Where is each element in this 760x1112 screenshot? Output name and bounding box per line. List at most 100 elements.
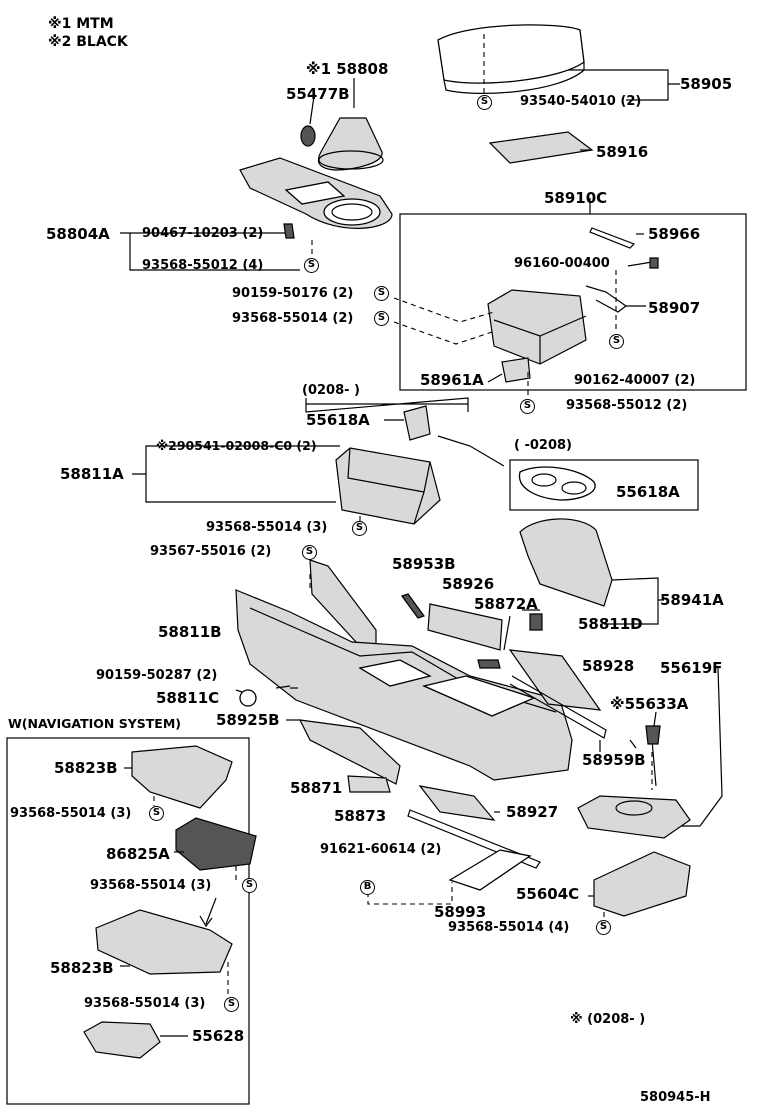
knob-58811C-part: [239, 689, 257, 707]
part-label-90467-10203[interactable]: 90467-10203 (2): [142, 226, 264, 241]
shift-boot-part: [317, 117, 383, 171]
part-label-93568-55014-f[interactable]: 93568-55014 (3): [84, 996, 206, 1011]
knob-clip-part: [300, 125, 316, 147]
part-label-55618A-b[interactable]: 55618A: [616, 483, 680, 501]
armrest-lid-part: [437, 24, 585, 94]
part-label-58926[interactable]: 58926: [442, 575, 495, 593]
rod-58966-part: [589, 227, 636, 249]
screw-mark-icon: S: [596, 920, 611, 935]
panel-58927-part: [418, 785, 496, 821]
part-label-58811A[interactable]: 58811A: [60, 465, 124, 483]
part-label-58941A[interactable]: 58941A: [660, 591, 724, 609]
part-label-93568-55014-b[interactable]: 93568-55014 (3): [206, 520, 328, 535]
lid-58941A-part: [519, 518, 613, 607]
part-label-86825A[interactable]: 86825A: [106, 845, 170, 863]
bolt-mark-icon: B: [360, 880, 375, 895]
screw-mark-icon: S: [374, 286, 389, 301]
part-label-58959B[interactable]: 58959B: [582, 751, 646, 769]
part-label-58953B[interactable]: 58953B: [392, 555, 456, 573]
part-label-290541[interactable]: ※290541-02008-C0 (2): [156, 438, 317, 453]
part-label-58811B[interactable]: 58811B: [158, 623, 222, 641]
pad-58872A-part: [477, 659, 501, 669]
part-label-58823B-a[interactable]: 58823B: [54, 759, 118, 777]
part-label-93568-55014-e[interactable]: 93568-55014 (4): [448, 920, 570, 935]
diagram-code: 580945-H: [640, 1090, 711, 1105]
panel-58925B-part: [298, 719, 401, 785]
cover-55628-part: [83, 1021, 161, 1059]
part-label-93568-55012-b[interactable]: 93568-55012 (2): [566, 398, 688, 413]
part-label-58905[interactable]: 58905: [680, 75, 733, 93]
part-label-58823B-b[interactable]: 58823B: [50, 959, 114, 977]
part-label-93568-55014-c[interactable]: 93568-55014 (3): [10, 806, 132, 821]
panel-58926-part: [427, 603, 503, 651]
part-label-91621-60614[interactable]: 91621-60614 (2): [320, 842, 442, 857]
console-box-part: [487, 289, 587, 365]
screw-58953B-part: [401, 593, 425, 619]
pad-58871-part: [347, 775, 391, 793]
clip-55633A-part: [645, 725, 661, 745]
tray-58823B-part: [131, 745, 233, 809]
plate-58928-part: [508, 649, 602, 711]
part-label-55618A-a[interactable]: 55618A: [306, 411, 370, 429]
part-label-93567-55016[interactable]: 93567-55016 (2): [150, 544, 272, 559]
base-55604C-part: [593, 851, 691, 917]
part-label-90162-40007[interactable]: 90162-40007 (2): [574, 373, 696, 388]
screw-mark-icon: S: [609, 334, 624, 349]
part-label-93568-55012-a[interactable]: 93568-55012 (4): [142, 258, 264, 273]
legend-note-black: ※2 BLACK: [48, 34, 128, 50]
part-label-58804A[interactable]: 58804A: [46, 225, 110, 243]
part-label-58808[interactable]: ※1 58808: [306, 60, 389, 78]
tray-55618A-part: [518, 466, 596, 501]
part-label-58927[interactable]: 58927: [506, 803, 559, 821]
unit-86825A-part: [175, 817, 257, 871]
part-label-58872A[interactable]: 58872A: [474, 595, 538, 613]
part-label-58966[interactable]: 58966: [648, 225, 701, 243]
rail-58873-part: [407, 809, 541, 869]
part-label-90159-50176[interactable]: 90159-50176 (2): [232, 286, 354, 301]
screw-mark-icon: S: [352, 521, 367, 536]
holder-58811A-part: [335, 447, 441, 525]
part-label-55604C[interactable]: 55604C: [516, 885, 580, 903]
base-58823B-part: [95, 909, 233, 975]
period-note: ※ (0208- ): [570, 1012, 646, 1027]
bracket-55618A-part: [403, 405, 431, 441]
part-label-90159-50287[interactable]: 90159-50287 (2): [96, 668, 218, 683]
part-label-58928[interactable]: 58928: [582, 657, 635, 675]
screw-mark-icon: S: [242, 878, 257, 893]
part-label-58871[interactable]: 58871: [290, 779, 343, 797]
nav-system-title: W(NAVIGATION SYSTEM): [8, 716, 181, 731]
part-label-58873[interactable]: 58873: [334, 807, 387, 825]
part-label-58910C[interactable]: 58910C: [544, 189, 608, 207]
period-to-0208: ( -0208): [514, 438, 572, 453]
part-label-93568-55014-d[interactable]: 93568-55014 (3): [90, 878, 212, 893]
part-label-55619F[interactable]: 55619F: [660, 659, 723, 677]
part-label-55633A[interactable]: ※55633A: [610, 695, 689, 713]
screw-mark-icon: S: [477, 95, 492, 110]
part-label-93540-54010[interactable]: 93540-54010 (2): [520, 94, 642, 109]
part-label-58811C[interactable]: 58811C: [156, 689, 220, 707]
screw-mark-icon: S: [374, 311, 389, 326]
tray-55619F-part: [577, 795, 691, 839]
screw-mark-icon: S: [302, 545, 317, 560]
part-label-55477B[interactable]: 55477B: [286, 85, 350, 103]
part-label-55628[interactable]: 55628: [192, 1027, 245, 1045]
part-label-58925B[interactable]: 58925B: [216, 711, 280, 729]
period-from-0208: (0208- ): [302, 383, 360, 398]
part-label-58811D[interactable]: 58811D: [578, 615, 643, 633]
part-label-96160-00400[interactable]: 96160-00400: [514, 256, 610, 271]
legend-note-mtm: ※1 MTM: [48, 16, 114, 32]
screw-mark-icon: S: [224, 997, 239, 1012]
hinge-58961A-part: [501, 357, 531, 383]
part-label-93568-55014-a[interactable]: 93568-55014 (2): [232, 311, 354, 326]
part-label-58993[interactable]: 58993: [434, 903, 487, 921]
screw-mark-icon: S: [149, 806, 164, 821]
part-label-58916[interactable]: 58916: [596, 143, 649, 161]
bracket-58993-part: [448, 849, 532, 891]
part-label-58961A[interactable]: 58961A: [420, 371, 484, 389]
pad-58916-part: [488, 131, 594, 164]
part-label-58907[interactable]: 58907: [648, 299, 701, 317]
console-body-58811B-part: [235, 589, 573, 781]
screw-mark-icon: S: [304, 258, 319, 273]
